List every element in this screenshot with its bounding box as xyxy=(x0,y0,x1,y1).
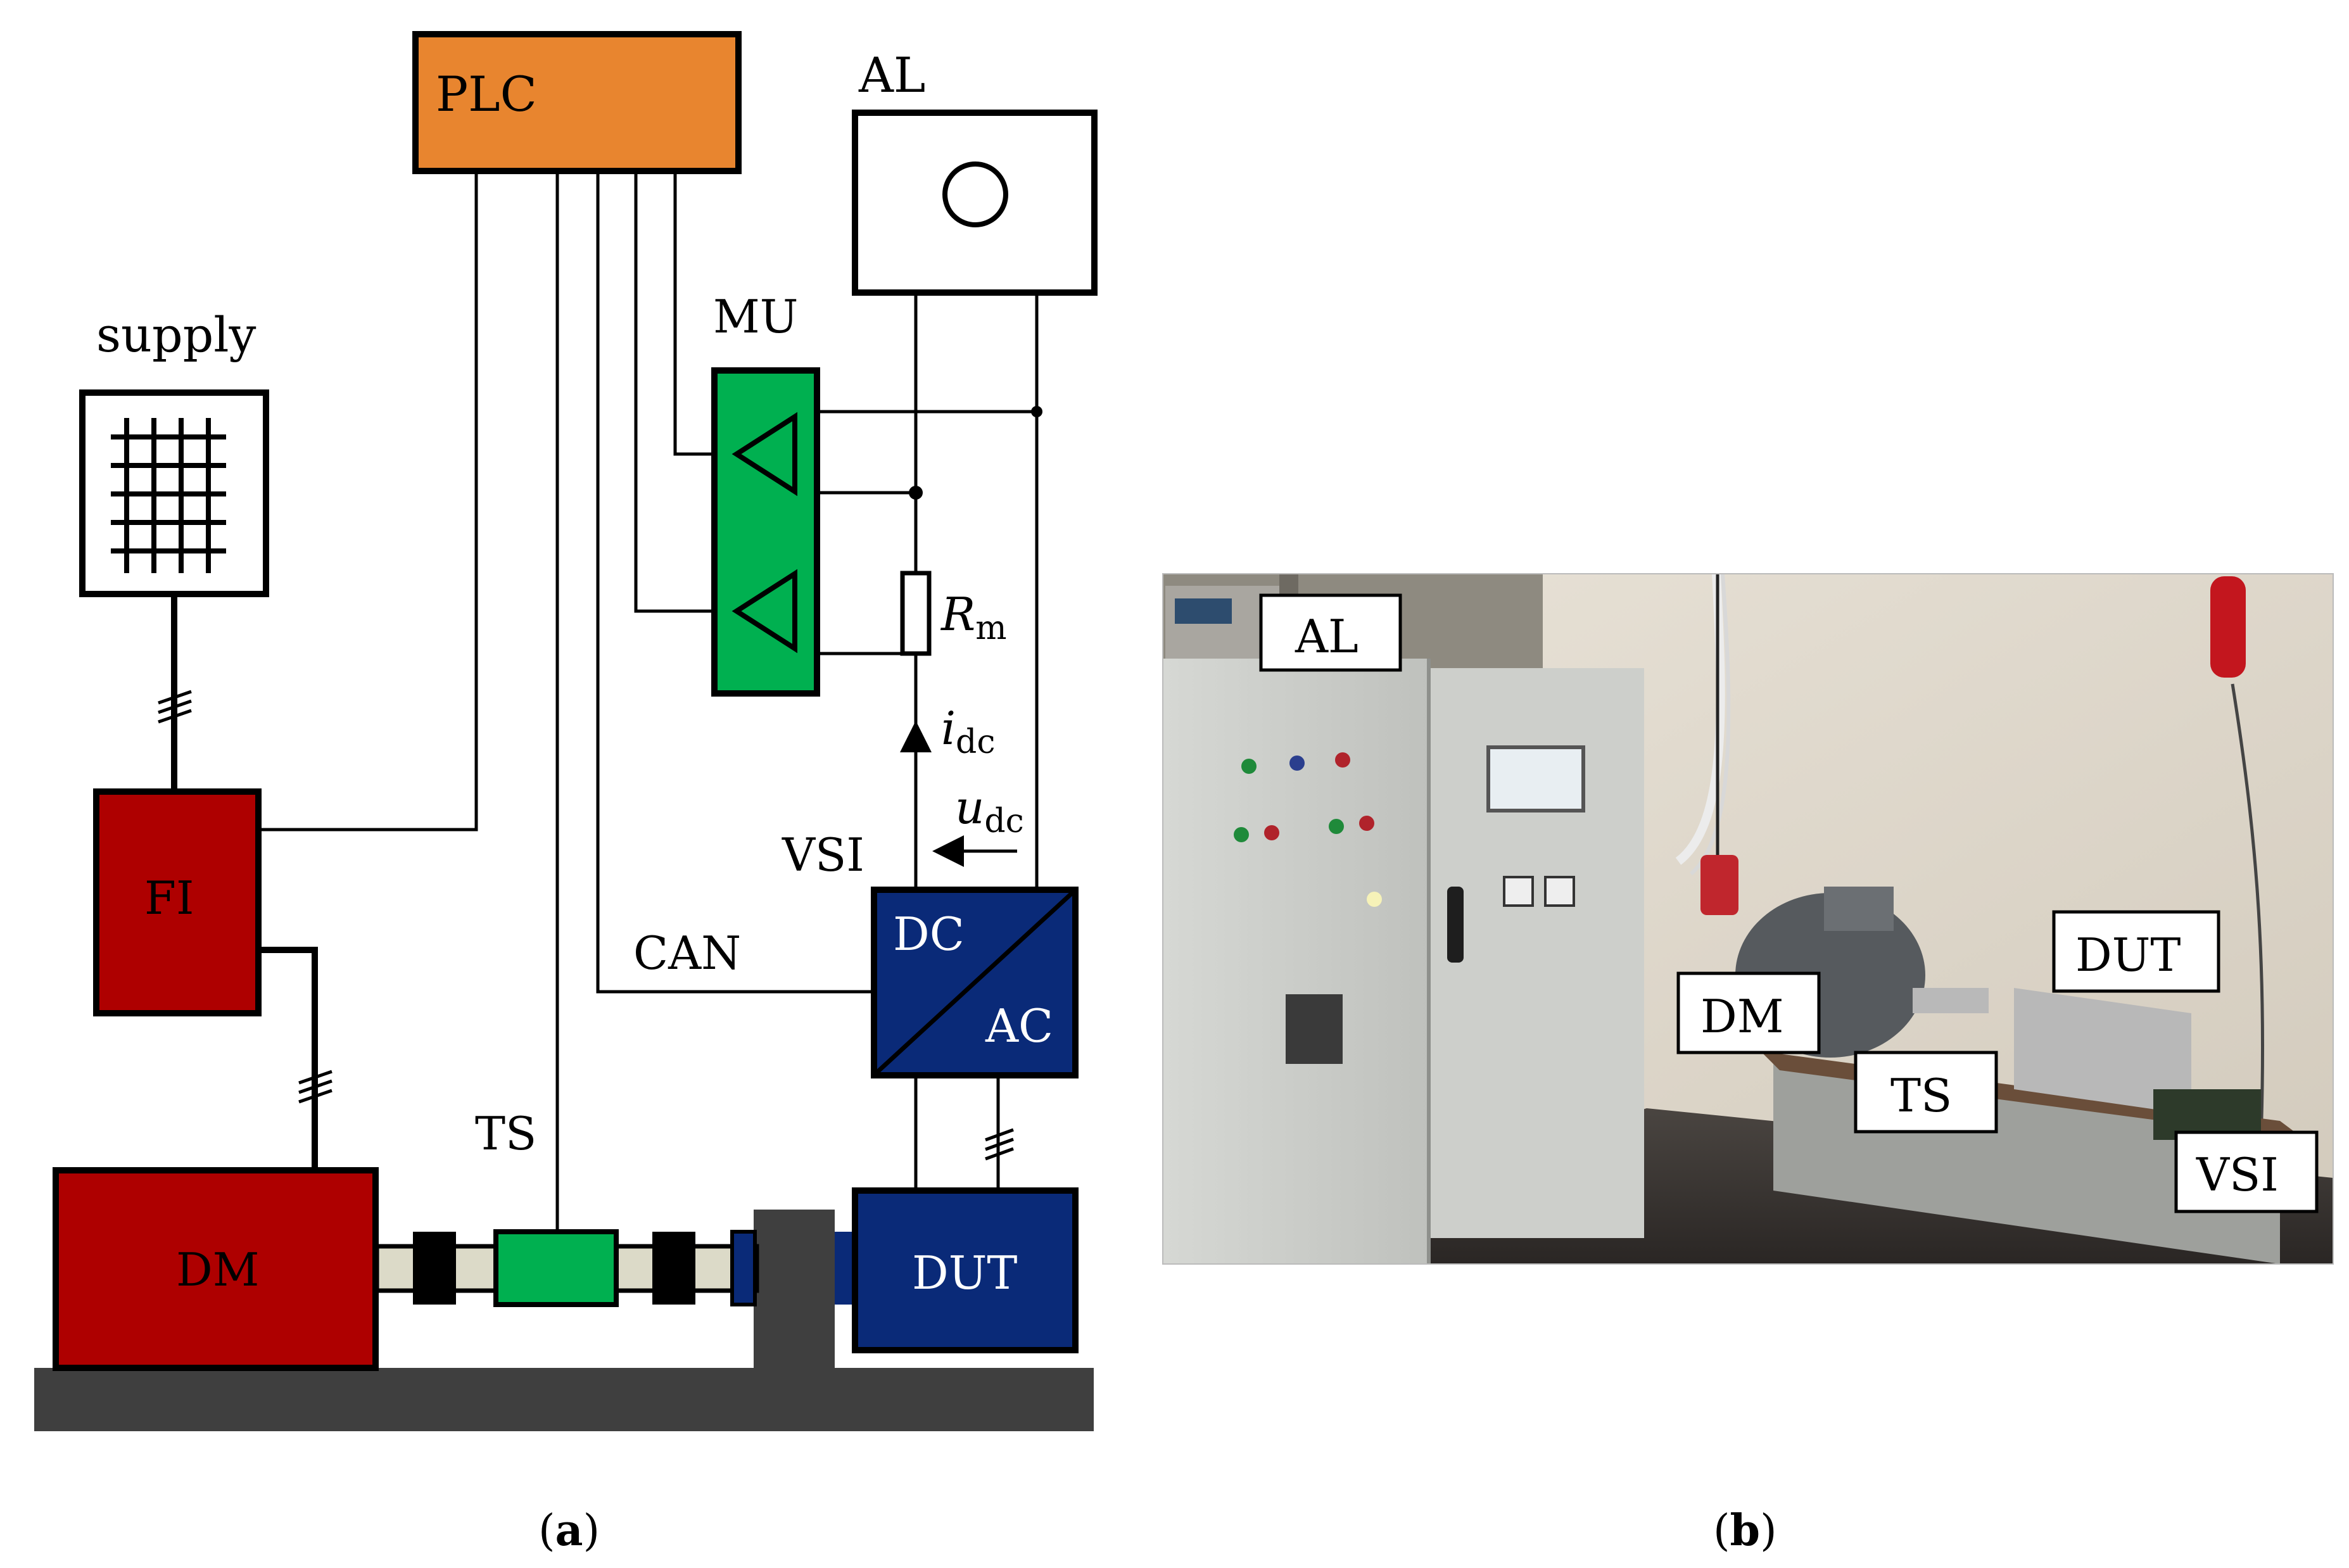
caption-b: (b) xyxy=(1713,1505,1777,1556)
fi-dm-wire xyxy=(258,947,318,1170)
supply-label: supply xyxy=(96,307,256,363)
photo-cabinet-meter-1 xyxy=(1503,876,1534,907)
fi-label: FI xyxy=(144,871,194,925)
caption-a-close: ) xyxy=(583,1506,600,1556)
vsi-diagonal xyxy=(875,891,1074,1074)
photo-shaft xyxy=(1913,988,1989,1013)
photo-label-vsi: VSI xyxy=(2196,1148,2279,1201)
photo-lamp xyxy=(1367,892,1382,907)
photo-cabinet-meter-2 xyxy=(1544,876,1575,907)
mu-upper-amplifier-icon xyxy=(731,412,797,496)
photo-label-dm: DM xyxy=(1700,990,1783,1043)
caption-b-letter: b xyxy=(1730,1505,1761,1556)
photo-button-green-2 xyxy=(1234,827,1249,842)
caption-a-letter: a xyxy=(555,1505,583,1556)
idc-sub: dc xyxy=(956,723,995,761)
caption-b-close: ) xyxy=(1760,1506,1777,1556)
plc-block xyxy=(412,31,742,174)
coupling-right xyxy=(652,1232,695,1305)
ts-label: TS xyxy=(475,1107,536,1160)
photo-button-red-1 xyxy=(1335,752,1350,768)
photo-button-blue xyxy=(1289,756,1305,771)
photo-button-green-3 xyxy=(1329,819,1344,834)
mu-lower-amplifier-icon xyxy=(731,569,797,654)
caption-b-open: ( xyxy=(1713,1506,1730,1556)
photo-callout-al: AL xyxy=(1259,593,1402,672)
photo-border xyxy=(1162,573,2334,1265)
photo-motor-box xyxy=(1824,887,1894,931)
panel-a-schematic: PLC AL supply FI MU xyxy=(34,31,1098,1431)
dm-label: DM xyxy=(176,1243,259,1296)
plc-label: PLC xyxy=(436,66,537,122)
fi-dm-three-phase-ticks xyxy=(298,1070,332,1104)
dut-block xyxy=(852,1187,1079,1353)
photo-cabinet-panel xyxy=(1286,994,1343,1064)
photo-extinguisher-wire xyxy=(2231,683,2265,1141)
photo-button-green-1 xyxy=(1241,759,1257,774)
mu-block xyxy=(711,367,820,697)
vsi-label: VSI xyxy=(782,828,864,882)
junction-dot-lower xyxy=(909,486,923,500)
grid-icon xyxy=(111,418,226,573)
caption-a: (a) xyxy=(538,1505,600,1556)
can-label: CAN xyxy=(633,926,741,980)
vsi-ac-label: AC xyxy=(985,999,1053,1053)
rm-base: R xyxy=(940,588,975,641)
rm-sub: m xyxy=(975,609,1006,647)
udc-base: u xyxy=(955,781,984,834)
caption-a-open: ( xyxy=(538,1506,555,1556)
udc-sub: dc xyxy=(984,802,1023,840)
photo-button-red-2 xyxy=(1264,825,1279,840)
vsi-dc-label: DC xyxy=(893,907,965,961)
test-bench-base xyxy=(34,1368,1094,1431)
photo-callout-ts: TS xyxy=(1854,1051,1998,1134)
photo-label-dut: DUT xyxy=(2075,928,2181,982)
photo-cabinet-hmi xyxy=(1486,745,1585,812)
junction-dot-upper xyxy=(1031,406,1042,417)
mu-label: MU xyxy=(713,290,798,343)
supply-fi-three-phase-ticks xyxy=(158,690,192,724)
dm-block xyxy=(53,1167,379,1371)
photo-dut-housing xyxy=(2014,988,2191,1115)
ts-block xyxy=(493,1229,619,1307)
plc-mu-lower-wire xyxy=(634,171,735,613)
al-label: AL xyxy=(858,47,925,103)
photo-label-al: AL xyxy=(1295,610,1358,663)
plc-fi-wire xyxy=(260,171,478,831)
idc-label: idc xyxy=(941,702,995,761)
fi-block xyxy=(93,788,262,1016)
dut-shaft-stub xyxy=(730,1230,757,1306)
udc-label: udc xyxy=(955,781,1024,840)
photo-cabinet-left xyxy=(1163,659,1429,1264)
photo-wall-cable-2 xyxy=(1690,574,1731,876)
panel-b-photo: AL DUT DM TS VSI xyxy=(1162,573,2334,1265)
photo-callout-vsi: VSI xyxy=(2174,1130,2319,1213)
coupling-left xyxy=(413,1232,456,1305)
al-source-icon xyxy=(942,161,1008,227)
idc-base: i xyxy=(941,702,956,755)
plc-can-wire xyxy=(596,171,874,994)
shunt-resistor xyxy=(900,571,932,656)
dut-label: DUT xyxy=(912,1246,1017,1299)
dc-link-right-wire xyxy=(988,193,1039,890)
photo-fire-extinguisher xyxy=(2210,576,2246,678)
photo-callout-dut: DUT xyxy=(2052,910,2220,993)
photo-cabinet-handle xyxy=(1447,887,1464,963)
three-phase-ticks xyxy=(985,1128,1014,1161)
photo-instrument-display xyxy=(1175,598,1232,624)
photo-button-red-3 xyxy=(1359,816,1374,831)
photo-label-ts: TS xyxy=(1890,1069,1952,1122)
dut-mount-bracket xyxy=(754,1210,835,1369)
photo-red-socket xyxy=(1700,855,1738,915)
rm-label: Rm xyxy=(940,588,1007,647)
photo-callout-dm: DM xyxy=(1676,971,1821,1054)
signal-wires xyxy=(260,171,1037,1234)
